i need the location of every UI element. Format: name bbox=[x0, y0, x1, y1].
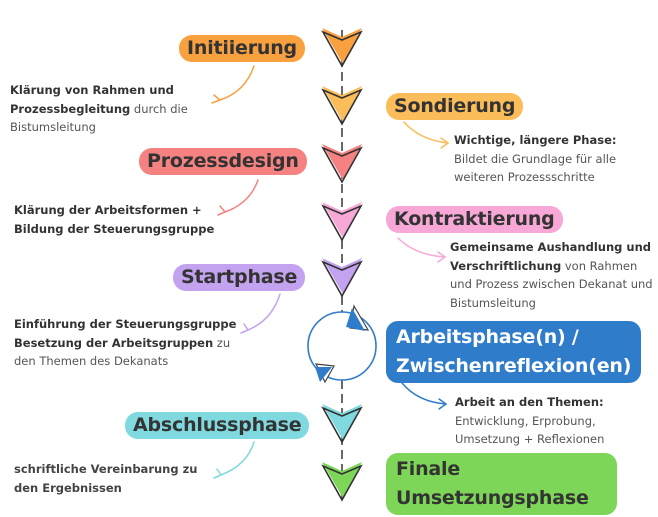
cycle-arrow-bottom-icon bbox=[314, 363, 335, 384]
phase-pill-sondierung: Sondierung bbox=[386, 93, 524, 120]
desc-sondierung-rest: Bildet die Grundlage für alle weiteren P… bbox=[454, 151, 617, 185]
finale-title-line1: Finale bbox=[396, 458, 461, 480]
desc-prozessdesign-bold: Klärung der Arbeitsformen + Bildung der … bbox=[14, 203, 215, 236]
phase-pill-arbeitsphase: Arbeitsphase(n) / Zwischenreflexion(en) bbox=[386, 321, 642, 383]
desc-kontraktierung-rest: von Rahmen und Prozess zwischen Dekanat … bbox=[450, 258, 653, 310]
desc-startphase-bold: Einführung der Steuerungsgruppe Besetzun… bbox=[14, 317, 237, 350]
phase-pill-finale: Finale Umsetzungsphase bbox=[386, 453, 617, 515]
chevron-marker-finale bbox=[321, 462, 363, 502]
connector-arrow-abschlussphase bbox=[220, 441, 255, 476]
desc-arbeitsphase-rest: Entwicklung, Erprobung, Umsetzung + Refl… bbox=[455, 413, 605, 447]
connector-arrow-startphase bbox=[247, 293, 281, 331]
desc-kontraktierung-bold: Gemeinsame Aushandlung und Verschriftlic… bbox=[450, 240, 651, 273]
connector-arrow-initiierung bbox=[219, 65, 255, 101]
connector-arrow-sondierung bbox=[403, 121, 449, 144]
desc-initiierung-rest: durch die Bistumsleitung bbox=[10, 101, 188, 135]
chevron-marker-abschlussphase bbox=[321, 404, 363, 444]
connector-arrow-prozessdesign bbox=[224, 179, 259, 213]
desc-initiierung: Klärung von Rahmen und Prozessbegleitung… bbox=[10, 81, 210, 137]
phase-pill-initiierung: Initiierung bbox=[179, 35, 305, 62]
desc-startphase-rest: zu den Themen des Dekanats bbox=[14, 335, 231, 369]
phase-pill-startphase: Startphase bbox=[173, 264, 306, 291]
desc-prozessdesign: Klärung der Arbeitsformen + Bildung der … bbox=[14, 201, 219, 238]
desc-abschlussphase: schriftliche Vereinbarung zu den Ergebni… bbox=[14, 460, 204, 497]
chevron-marker-startphase bbox=[321, 258, 363, 298]
chevron-marker-initiierung bbox=[321, 28, 363, 68]
arbeitsphase-title-line1: Arbeitsphase(n) / bbox=[396, 326, 579, 348]
chevron-marker-prozessdesign bbox=[321, 144, 363, 184]
desc-sondierung-bold: Wichtige, längere Phase: bbox=[454, 133, 617, 147]
desc-arbeitsphase-bold: Arbeit an den Themen: bbox=[455, 395, 604, 409]
connector-arrow-arbeitsphase bbox=[401, 382, 447, 405]
phase-pill-kontraktierung: Kontraktierung bbox=[386, 206, 563, 233]
desc-abschlussphase-text: schriftliche Vereinbarung zu den Ergebni… bbox=[14, 462, 198, 495]
arbeitsphase-title-line2: Zwischenreflexion(en) bbox=[396, 355, 632, 377]
chevron-marker-kontraktierung bbox=[321, 202, 363, 242]
desc-sondierung: Wichtige, längere Phase: Bildet die Grun… bbox=[454, 131, 644, 187]
cycle-arrow-top-icon bbox=[346, 304, 370, 331]
desc-initiierung-bold: Klärung von Rahmen und Prozessbegleitung bbox=[10, 83, 174, 116]
desc-arbeitsphase: Arbeit an den Themen: Entwicklung, Erpro… bbox=[455, 393, 630, 449]
connector-arrow-kontraktierung bbox=[397, 237, 446, 258]
phase-pill-prozessdesign: Prozessdesign bbox=[139, 148, 307, 175]
desc-startphase: Einführung der Steuerungsgruppe Besetzun… bbox=[14, 315, 239, 371]
phase-pill-abschlussphase: Abschlussphase bbox=[125, 412, 310, 439]
finale-title-line2: Umsetzungsphase bbox=[396, 487, 589, 509]
desc-kontraktierung: Gemeinsame Aushandlung und Verschriftlic… bbox=[450, 238, 655, 312]
chevron-marker-sondierung bbox=[321, 86, 363, 126]
